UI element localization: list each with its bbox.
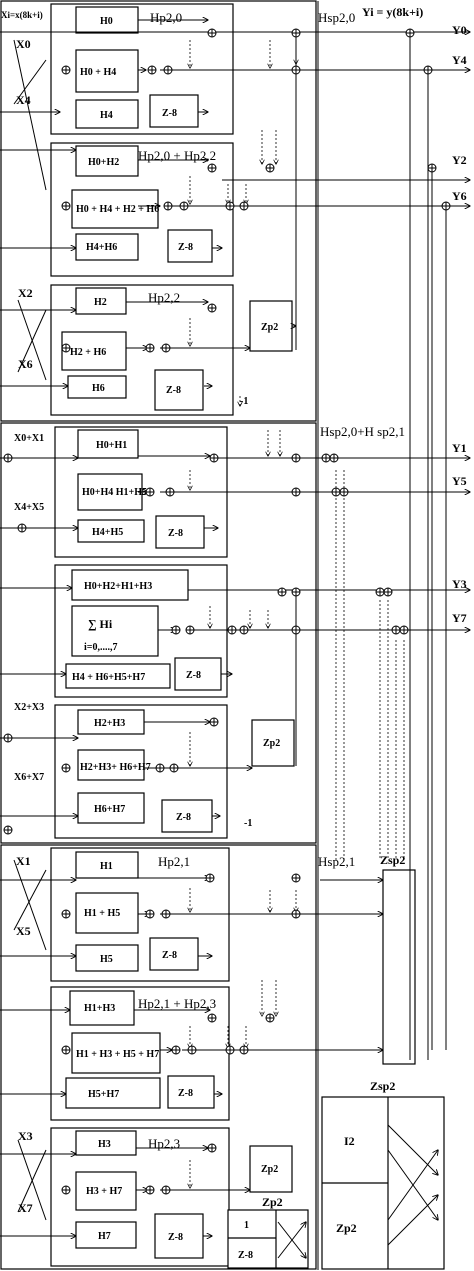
stage-label: Hp2,1 + Hp2,3 <box>138 996 216 1011</box>
legend-zp-title: Zp2 <box>262 1195 283 1209</box>
block-label: H3 <box>98 1139 111 1150</box>
block-label: H2+H3+ H6+H7 <box>80 762 151 773</box>
block-label: H0 + H4 <box>80 67 116 78</box>
block-label: H1 + H5 <box>84 908 120 919</box>
block-label: Z-8 <box>186 670 201 681</box>
block-label: H2 + H6 <box>70 347 106 358</box>
zp2-block-label: Zp2 <box>261 1164 278 1175</box>
stage-label: Hp2,0 <box>150 10 182 25</box>
zsp2-block-label: Zsp2 <box>380 853 405 867</box>
block-label: H4+H5 <box>92 527 123 538</box>
block-label: Z-8 <box>162 108 177 119</box>
signal-line <box>17 1149 47 1213</box>
block-label: H5 <box>100 954 113 965</box>
block-label: H4 <box>100 110 113 121</box>
block-label: i=0,....,7 <box>84 642 117 653</box>
input-label: X1 <box>16 854 31 868</box>
yi-definition: Yi = y(8k+i) <box>362 5 423 19</box>
stage-label: Hp2,2 <box>148 290 180 305</box>
block-label: H3 + H7 <box>86 1186 122 1197</box>
input-label: X4+X5 <box>14 502 44 513</box>
block-label: H4 + H6+H5+H7 <box>72 672 145 683</box>
block-label: H0+H4 H1+H5 <box>82 487 147 498</box>
xi-definition: Xi=x(8k+i) <box>1 10 43 20</box>
input-label: X0+X1 <box>14 433 44 444</box>
block-label: H4+H6 <box>86 242 117 253</box>
block-label: Z-8 <box>162 950 177 961</box>
signal-line <box>13 869 47 931</box>
block-label: ∑ Hi <box>88 617 113 631</box>
stage-label: Hp2,1 <box>158 854 190 869</box>
block-label: H2 <box>94 297 107 308</box>
stage-label: Hsp2,1 <box>318 854 355 869</box>
input-label: X7 <box>18 1201 33 1215</box>
section-frame-even <box>0 0 317 422</box>
block-label: H1 <box>100 861 113 872</box>
minus-one-label: -1 <box>240 396 248 407</box>
input-label: X2+X3 <box>14 702 44 713</box>
block-label: Z-8 <box>168 528 183 539</box>
block-label: H0+H2 <box>88 157 119 168</box>
output-label: Y7 <box>452 611 467 625</box>
legend-zp-one: 1 <box>244 1220 249 1231</box>
legend-zp-z8: Z-8 <box>238 1250 253 1261</box>
input-label: X3 <box>18 1129 33 1143</box>
section-frame-sum <box>0 422 317 844</box>
signal-line <box>13 59 47 105</box>
legend-zsp-title: Zsp2 <box>370 1079 395 1093</box>
input-label: X6+X7 <box>14 772 44 783</box>
minus-one-label: -1 <box>244 818 252 829</box>
stage-label: Hp2,3 <box>148 1136 180 1151</box>
zp2-block-label: Zp2 <box>261 322 278 333</box>
output-label: Y3 <box>452 577 467 591</box>
output-label: Y4 <box>452 53 467 67</box>
signal-line <box>13 859 47 951</box>
block-label: H7 <box>98 1231 111 1242</box>
stage-label: Hsp2,0+H sp2,1 <box>320 424 405 439</box>
output-label: Y6 <box>452 189 467 203</box>
block-label: H2+H3 <box>94 718 125 729</box>
stage-label: Hsp2,0 <box>318 10 355 25</box>
signal-line <box>13 39 47 191</box>
input-label: X4 <box>16 93 31 107</box>
output-label: Y1 <box>452 441 467 455</box>
legend-zsp-zp2: Zp2 <box>336 1221 357 1235</box>
output-label: Y0 <box>452 23 467 37</box>
input-label: X6 <box>18 357 33 371</box>
legend-zsp-i2: I2 <box>344 1134 355 1148</box>
section-frame-odd <box>0 844 317 1270</box>
block-label: H1 + H3 + H5 + H7 <box>76 1049 159 1060</box>
block-label: H0+H2+H1+H3 <box>84 581 152 592</box>
block-label: Z-8 <box>178 1088 193 1099</box>
input-label: X5 <box>16 924 31 938</box>
block-label: H0+H1 <box>96 440 127 451</box>
zp2-block-label: Zp2 <box>263 738 280 749</box>
signal-line <box>17 309 47 373</box>
input-label: X2 <box>18 286 33 300</box>
output-label: Y2 <box>452 153 467 167</box>
block-label: Z-8 <box>168 1232 183 1243</box>
block-label: Z-8 <box>176 812 191 823</box>
block-label: H0 + H4 + H2 + H6 <box>76 204 159 215</box>
block-label: H6 <box>92 383 105 394</box>
block-label: Z-8 <box>178 242 193 253</box>
block-label: Z-8 <box>166 385 181 396</box>
block-label: H0 <box>100 16 113 27</box>
block-label: H6+H7 <box>94 804 125 815</box>
output-label: Y5 <box>452 474 467 488</box>
block-label: H1+H3 <box>84 1003 115 1014</box>
stage-label: Hp2,0 + Hp2,2 <box>138 148 216 163</box>
input-label: X0 <box>16 37 31 51</box>
block-label: H5+H7 <box>88 1089 119 1100</box>
